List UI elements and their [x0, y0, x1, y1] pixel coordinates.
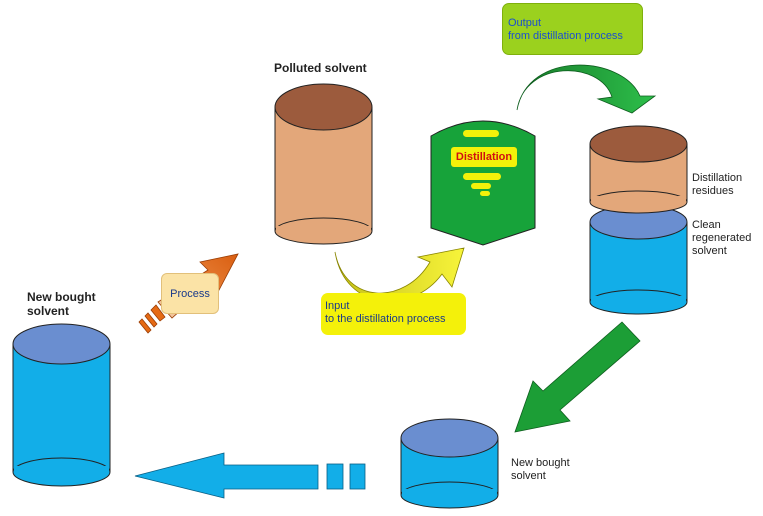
distillation-label-box: Distillation — [451, 147, 517, 167]
distillation-label: Distillation — [455, 151, 513, 163]
distillation-residues-label: Distillation residues — [692, 172, 742, 198]
process-box: Process — [161, 273, 219, 314]
new-bought-solvent-bottom-label: New bought solvent — [511, 457, 570, 483]
supply-arrow — [134, 452, 366, 499]
input-box: Input to the distillation process — [321, 293, 466, 335]
clean-solvent-line-3: solvent — [692, 245, 727, 257]
new-bought-solvent-bottom-line-1: New bought — [511, 457, 570, 469]
polluted-solvent-label: Polluted solvent — [274, 61, 367, 75]
distillation-vessel — [430, 120, 536, 246]
polluted-solvent-cylinder — [274, 83, 373, 245]
new-solvent-cylinder-left — [12, 323, 111, 487]
reuse-arrow — [514, 321, 641, 433]
input-line-1: Input — [325, 300, 350, 312]
output-arrow — [516, 64, 657, 114]
distillation-residues-line-2: residues — [692, 185, 734, 197]
output-line-2: from distillation process — [508, 30, 623, 42]
clean-solvent-line-2: regenerated — [692, 232, 752, 244]
clean-solvent-label: Clean regenerated solvent — [692, 219, 751, 258]
output-box: Output from distillation process — [502, 3, 643, 55]
process-label: Process — [170, 287, 210, 300]
distillation-residues-line-1: Distillation — [692, 172, 743, 184]
clean-solvent-line-1: Clean — [692, 219, 721, 231]
new-bought-solvent-left-line-1: New bought — [27, 290, 96, 304]
input-line-2: to the distillation process — [325, 313, 446, 325]
distillation-output-stack — [589, 125, 688, 315]
output-line-1: Output — [508, 17, 542, 29]
new-bought-solvent-bottom-line-2: solvent — [511, 470, 546, 482]
new-bought-solvent-left-line-2: solvent — [27, 304, 70, 318]
new-solvent-cylinder-bottom — [400, 418, 499, 509]
new-bought-solvent-left-label: New bought solvent — [27, 290, 96, 318]
